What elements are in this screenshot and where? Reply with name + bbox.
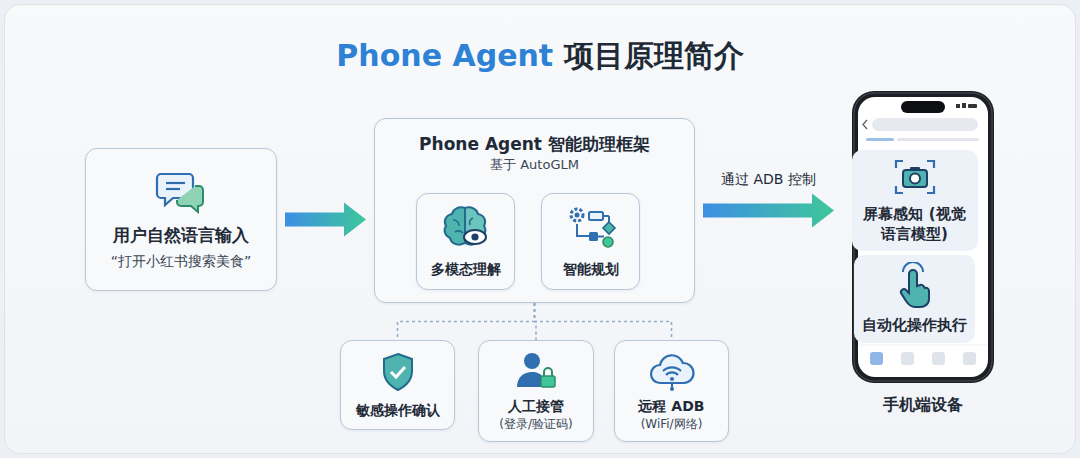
node-heading: Phone Agent 智能助理框架 [375,133,694,155]
shield-icon [378,351,418,397]
connector [398,303,535,340]
connector [535,303,672,340]
feature-box: 远程 ADB (WiFi/网络) [614,340,729,442]
connector [703,194,834,228]
node-heading: 智能规划 [563,260,619,278]
connector [285,203,366,237]
node-heading: 手机端设备 [842,395,1003,416]
chat-icon [155,168,207,218]
framework-box: Phone Agent 智能助理框架基于 AutoGLM 多模态理解 智能规划 [374,118,695,303]
phone-function-box: 自动化操作执行 [854,255,975,343]
node-heading: 敏感操作确认 [356,401,440,419]
node-subtext: 基于 AutoGLM [375,157,694,174]
node-heading: 多模态理解 [431,260,501,278]
phone-device: 手机端设备 屏幕感知 (视觉语言模型) 自动化操作执行 [842,90,1003,420]
module-box: 多模态理解 [416,193,515,290]
node-heading: 远程 ADB [638,397,704,415]
node-subtext: “打开小红书搜索美食” [111,252,252,270]
dotted-link [398,303,535,340]
flow-arrow [285,203,366,237]
node-heading: 屏幕感知 (视觉语言模型) [860,205,970,244]
feature-box: 人工接管 (登录/验证码) [478,340,594,442]
phone-function-box: 屏幕感知 (视觉语言模型) [852,150,978,251]
feature-box: 敏感操作确认 [340,340,455,430]
brain-icon [441,204,491,254]
flow-arrow [703,194,834,228]
node-subtext: (登录/验证码) [499,417,572,433]
module-box: 智能规划 [541,193,640,290]
node-heading: 自动化操作执行 [862,316,967,336]
edge-label: 通过 ADB 控制 [718,171,819,189]
camera-icon [892,157,938,201]
diagram-title: Phone Agent 项目原理简介 [0,36,1080,77]
node-heading: 用户自然语言输入 [113,224,249,246]
person-icon [514,349,558,395]
node-subtext: (WiFi/网络) [641,417,703,433]
cloud-icon [648,349,696,395]
plan-icon [565,204,617,254]
hand-icon [895,262,935,312]
input-box: 用户自然语言输入 “打开小红书搜索美食” [85,148,277,291]
node-heading: 人工接管 [508,397,564,415]
dotted-link [535,303,672,340]
